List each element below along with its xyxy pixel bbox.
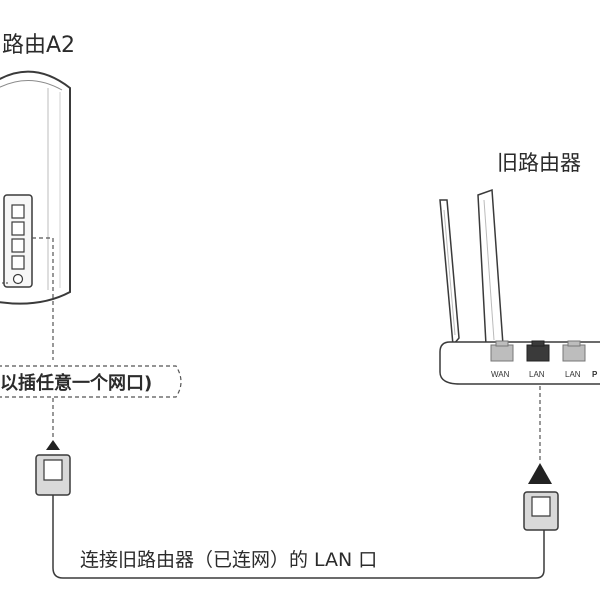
old-router-wan-port[interactable]: [490, 340, 514, 362]
new-router-port-3[interactable]: [11, 238, 25, 253]
new-router-port-1[interactable]: [11, 204, 25, 219]
port-callout-box: [0, 365, 182, 398]
old-router: 旧路由器 WAN LAN LAN P: [439, 151, 600, 531]
old-router-ethernet-plug: [523, 491, 559, 531]
port-dashed-leader: [32, 237, 54, 360]
new-router-power-jack[interactable]: [12, 273, 24, 285]
old-router-port-label-lan-2: LAN: [565, 370, 581, 379]
ethernet-cable: [52, 495, 545, 579]
new-router-arrow-up: [46, 440, 60, 450]
port-callout-text: 以插任意一个网口): [0, 372, 152, 394]
old-router-port-label-lan-1: LAN: [529, 370, 545, 379]
new-router-port-4[interactable]: [11, 255, 25, 270]
old-router-port-label-partial: P: [592, 370, 598, 379]
old-router-body: [439, 341, 600, 385]
new-router-port-2[interactable]: [11, 221, 25, 236]
old-router-arrow-up: [528, 463, 552, 484]
cable-label: 连接旧路由器（已连网）的 LAN 口: [80, 549, 377, 571]
old-router-lan-port-2[interactable]: [562, 340, 586, 362]
old-router-label: 旧路由器: [497, 151, 581, 175]
old-router-antenna-right: [477, 188, 504, 346]
new-router-ethernet-plug: [35, 454, 71, 496]
new-router-label: 路由A2: [2, 33, 75, 58]
new-router-ethernet-ports: [11, 204, 25, 270]
old-router-port-label-wan: WAN: [491, 370, 510, 379]
new-router-a2: 路由A2 以插任意一个网口): [0, 33, 182, 496]
old-router-lan-port-1[interactable]: [526, 340, 550, 362]
